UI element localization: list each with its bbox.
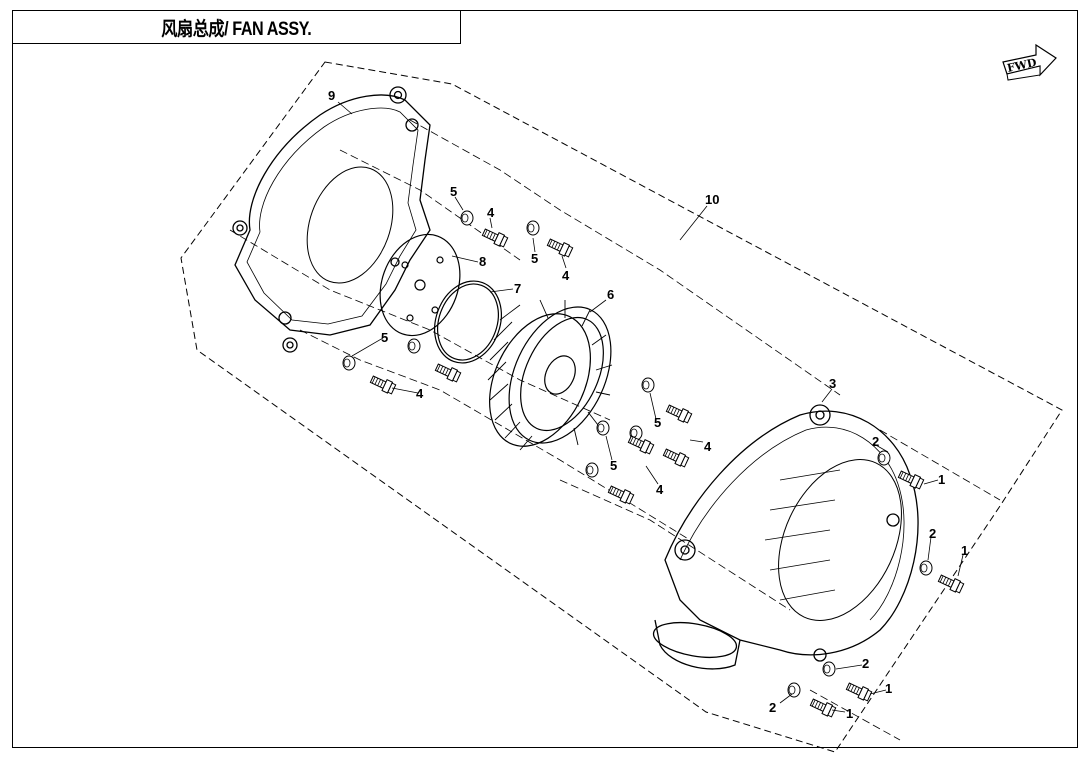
page-title: 风扇总成/ FAN ASSY. xyxy=(161,18,312,40)
callout-1: 1 xyxy=(885,681,892,696)
callout-4: 4 xyxy=(487,205,495,220)
gasket-plate xyxy=(232,86,431,353)
callout-2: 2 xyxy=(872,434,879,449)
callout-1: 1 xyxy=(938,472,945,487)
callout-4: 4 xyxy=(562,268,570,283)
callout-4: 4 xyxy=(704,439,712,454)
alignment-lines xyxy=(229,119,1001,741)
assembly-boundary xyxy=(180,61,1063,753)
drawing-frame xyxy=(12,10,1078,748)
leader-lines xyxy=(337,101,964,713)
callout-10: 10 xyxy=(705,192,719,207)
o-ring xyxy=(434,280,502,364)
callout-labels: 9 10 8 7 6 3 5 4 5 4 5 4 5 4 5 4 2 1 2 1… xyxy=(328,88,968,721)
callout-8: 8 xyxy=(479,254,486,269)
callout-1: 1 xyxy=(846,706,853,721)
title-box: 风扇总成/ FAN ASSY. xyxy=(12,10,461,44)
callout-5: 5 xyxy=(531,251,538,266)
callout-4: 4 xyxy=(656,482,664,497)
callout-3: 3 xyxy=(829,376,836,391)
callout-5: 5 xyxy=(610,458,617,473)
fwd-arrow-icon: FWD xyxy=(1002,43,1057,81)
callout-1: 1 xyxy=(961,543,968,558)
fan-impeller xyxy=(487,299,613,451)
fan-cover xyxy=(652,404,919,670)
callout-2: 2 xyxy=(862,656,869,671)
callout-2: 2 xyxy=(769,700,776,715)
flat-plate xyxy=(379,233,461,337)
callout-5: 5 xyxy=(654,415,661,430)
washer-bolt-set xyxy=(342,210,693,506)
callout-4: 4 xyxy=(416,386,424,401)
callout-7: 7 xyxy=(514,281,521,296)
callout-2: 2 xyxy=(929,526,936,541)
callout-5: 5 xyxy=(450,184,457,199)
callout-5: 5 xyxy=(381,330,388,345)
fwd-label: FWD xyxy=(1006,56,1038,75)
cover-bolt-set xyxy=(787,450,965,719)
callout-6: 6 xyxy=(607,287,614,302)
callout-9: 9 xyxy=(328,88,335,103)
